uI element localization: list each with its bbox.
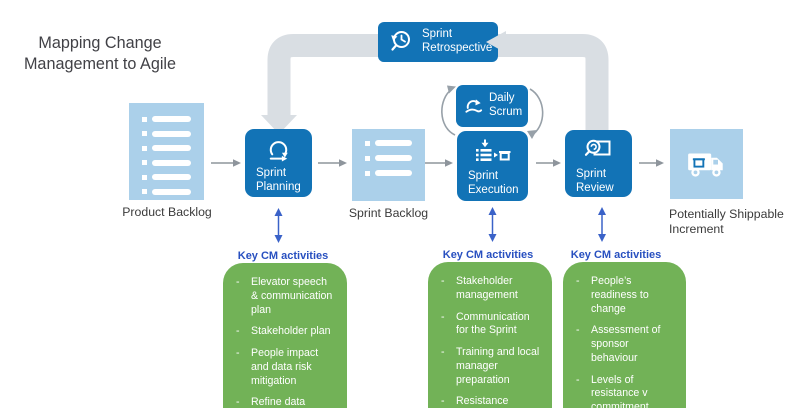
sprint-execution-label1: Sprint — [468, 170, 499, 182]
cm-item-text: Resistance management — [456, 395, 509, 408]
list-line — [142, 145, 191, 151]
list-item: -Elevator speech & communication plan — [236, 276, 335, 317]
list-item: -Stakeholder plan — [236, 325, 331, 338]
product-backlog-icon — [129, 103, 204, 200]
cm-item-text: Levels of resistance v commitment — [591, 373, 649, 408]
cm-item-text: Refine data — [251, 396, 306, 408]
increment-label: Potentially Shippable Increment — [669, 207, 784, 237]
magnifier-document-icon — [565, 137, 632, 164]
daily-scrum-icon — [463, 96, 484, 117]
cm-item-text: Elevator speech & communication plan — [251, 276, 333, 316]
daily-scrum-label2: Scrum — [489, 106, 523, 118]
sprint-backlog-icon — [352, 129, 425, 201]
cm-box-review: -People’s readiness to change -Assessmen… — [563, 262, 686, 408]
sprint-review-box: Sprint Review — [565, 130, 632, 197]
backlog-to-board-icon — [457, 138, 528, 166]
sprint-execution-box: Sprint Execution — [457, 131, 528, 201]
sprint-review-label1: Sprint — [576, 168, 607, 180]
daily-scrum-badge: Daily Scrum — [456, 85, 528, 127]
page-title: Mapping Change Management to Agile — [2, 33, 198, 76]
shipping-truck-icon — [670, 129, 743, 199]
loop-arrowhead-left — [486, 31, 506, 53]
list-item: -Refine data — [236, 396, 335, 408]
list-line — [142, 188, 191, 195]
title-line2: Management to Agile — [23, 55, 177, 74]
sprint-retrospective-badge: Sprint Retrospective — [378, 22, 498, 62]
sprint-execution-label2: Execution — [468, 184, 519, 197]
cm-item-text: Communication for the Sprint — [456, 310, 530, 337]
sprint-backlog-label: Sprint Backlog — [348, 206, 429, 220]
cm-heading-execution: Key CM activities — [442, 249, 534, 261]
list-item: -Stakeholder management — [441, 275, 540, 303]
list-item: -Training and local manager preparation — [441, 346, 540, 386]
list-item: -Resistance management — [441, 395, 540, 408]
sprint-planning-label1: Sprint — [256, 167, 287, 179]
list-line — [142, 174, 191, 180]
list-item: -Assessment of sponsor behaviour — [576, 324, 674, 365]
list-item: -People’s readiness to change — [576, 275, 674, 316]
list-line — [142, 130, 191, 137]
list-line — [365, 155, 412, 161]
cm-box-planning: -Elevator speech & communication plan -S… — [223, 263, 347, 408]
list-item: -People impact and data risk mitigation — [236, 347, 335, 388]
sprint-loop-icon — [245, 136, 312, 163]
title-line1: Mapping Change — [38, 34, 162, 52]
sprint-planning-label2: Planning — [256, 181, 301, 194]
list-line — [142, 159, 191, 166]
cm-item-text: Stakeholder management — [456, 275, 518, 301]
list-line — [142, 116, 191, 122]
list-item: -Levels of resistance v commitment — [576, 374, 674, 408]
cm-item-text: People impact and data risk mitigation — [251, 347, 319, 387]
list-line — [365, 140, 412, 146]
cm-item-text: Assessment of sponsor behaviour — [591, 324, 661, 364]
cm-item-text: Stakeholder plan — [251, 325, 331, 338]
list-line — [365, 170, 412, 176]
cm-link-arrows — [274, 207, 606, 243]
sprint-planning-box: Sprint Planning — [245, 129, 312, 197]
product-backlog-label: Product Backlog — [122, 205, 212, 219]
cm-heading-review: Key CM activities — [570, 249, 662, 261]
daily-scrum-label1: Daily — [489, 92, 515, 105]
cm-heading-planning: Key CM activities — [237, 250, 329, 262]
magnifier-clock-icon — [388, 29, 414, 55]
sprint-review-label2: Review — [576, 182, 614, 195]
sprint-retrospective-label1: Sprint — [422, 28, 453, 41]
list-item: -Communication for the Sprint — [441, 311, 540, 339]
cm-box-execution: -Stakeholder management -Communication f… — [428, 262, 552, 408]
cm-item-text: People’s readiness to change — [591, 275, 649, 315]
cm-item-text: Training and local manager preparation — [456, 346, 540, 386]
sprint-retrospective-label2: Retrospective — [422, 42, 493, 54]
